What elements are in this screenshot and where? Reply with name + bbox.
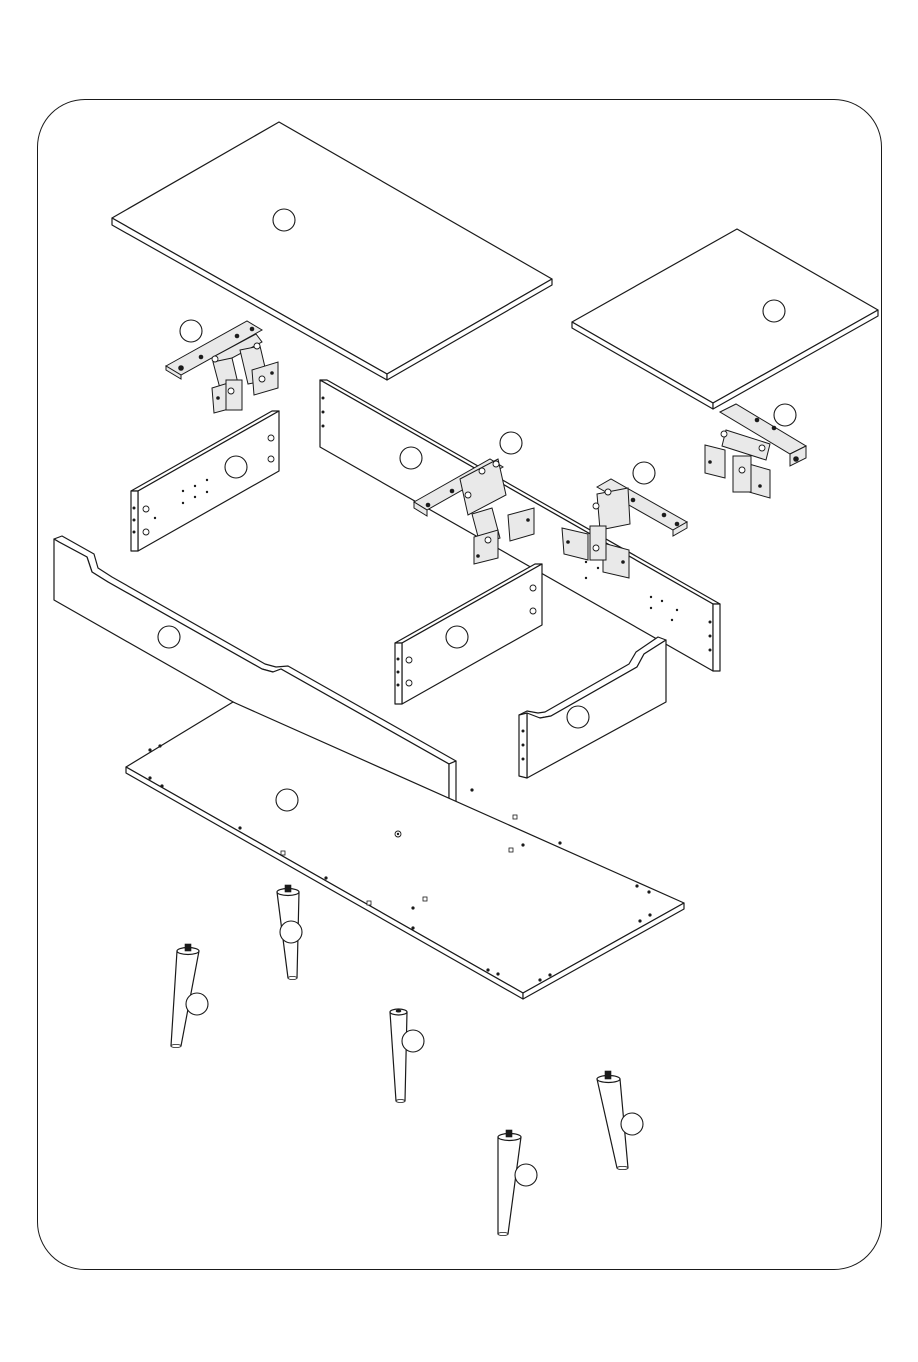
divider-panel-center [395, 564, 542, 704]
callout-divider-panel-left [225, 456, 247, 478]
callout-lift-hinge-center-1 [500, 432, 522, 454]
callout-leg-1 [280, 921, 302, 943]
callout-leg-5 [621, 1113, 643, 1135]
callout-lift-hinge-left [180, 320, 202, 342]
callout-front-rail-panel [158, 626, 180, 648]
callout-small-top-panel [763, 300, 785, 322]
callout-lift-hinge-right [774, 404, 796, 426]
small-top-panel [572, 229, 878, 409]
callout-leg-4 [515, 1164, 537, 1186]
callout-large-top-panel [273, 209, 295, 231]
callout-back-panel [400, 447, 422, 469]
divider-panel-left [131, 411, 279, 551]
callout-leg-2 [186, 993, 208, 1015]
large-top-panel [112, 122, 552, 380]
callout-lift-hinge-center-2 [633, 462, 655, 484]
side-rail-panel [519, 637, 666, 778]
leg-3 [390, 1009, 407, 1103]
callout-leg-3 [402, 1030, 424, 1052]
callout-side-rail-panel [567, 706, 589, 728]
callout-divider-panel-center [446, 626, 468, 648]
callout-bottom-panel [276, 789, 298, 811]
